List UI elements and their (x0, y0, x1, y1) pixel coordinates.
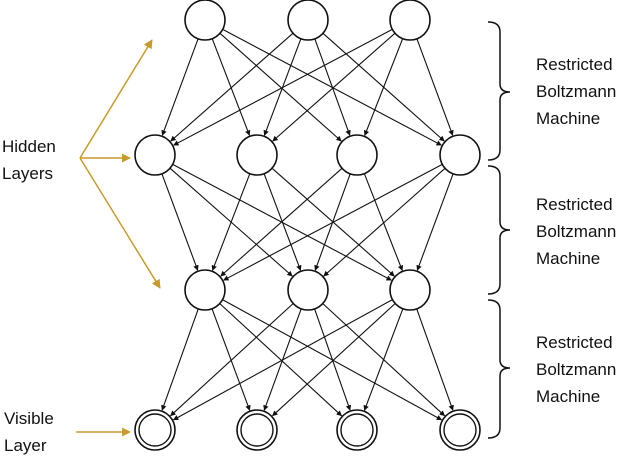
rbm-middle-line3: Machine (536, 249, 600, 268)
visible-unit-1 (236, 409, 278, 451)
edge-l2-n2-to-l3-n1 (272, 303, 396, 417)
connection-edges (161, 28, 454, 421)
edge-l2-n1-to-l3-n2 (314, 308, 352, 411)
hidden-unit-l1-1 (236, 134, 278, 176)
edge-l2-n0-to-l3-n2 (219, 303, 343, 417)
edge-l2-n0-to-l3-n0 (161, 308, 199, 411)
rbm-bottom-line3: Machine (536, 387, 600, 406)
hidden-layers-label-line1: Hidden (2, 137, 56, 156)
edge-l0-n1-to-l1-n2 (314, 38, 351, 136)
edge-l0-n0-to-l1-n2 (219, 32, 342, 142)
rbm-bracket-bottom (487, 299, 511, 439)
visible-unit-inner-ring-1 (240, 413, 274, 447)
edge-l1-n0-to-l2-n0 (161, 173, 199, 271)
hidden-pointer-top (79, 39, 153, 159)
rbm-top-line3: Machine (536, 109, 600, 128)
visible-layer-label-line1: Visible (4, 409, 54, 428)
hidden-unit-l0-1 (287, 0, 329, 41)
edge-l0-n2-to-l1-n2 (363, 38, 404, 137)
label-pointers (76, 39, 161, 437)
rbm-middle-line1: Restricted (536, 195, 613, 214)
edge-l0-n0-to-l1-n0 (161, 38, 199, 136)
edge-l0-n2-to-l1-n0 (173, 28, 393, 146)
visible-unit-inner-ring-0 (138, 413, 172, 447)
hidden-pointer-bottom (79, 157, 161, 289)
rbm-middle-line2: Boltzmann (536, 222, 616, 241)
visible-layer-label-line2: Layer (4, 436, 47, 455)
edge-l1-n3-to-l2-n1 (323, 167, 446, 277)
hidden-unit-l2-1 (287, 269, 329, 311)
rbm-bracket-top (487, 21, 511, 161)
rbm-bottom-line2: Boltzmann (536, 360, 616, 379)
hidden-unit-l2-0 (184, 269, 226, 311)
edge-l2-n2-to-l3-n3 (416, 308, 454, 411)
edge-l1-n3-to-l2-n2 (416, 173, 454, 271)
visible-unit-inner-ring-2 (340, 413, 374, 447)
hidden-layers-label-line2: Layers (2, 164, 53, 183)
visible-unit-inner-ring-3 (443, 413, 477, 447)
hidden-unit-l0-2 (389, 0, 431, 41)
edge-l1-n1-to-l2-n1 (263, 173, 302, 271)
rbm-top-line1: Restricted (536, 55, 613, 74)
edge-l2-n0-to-l3-n1 (211, 308, 251, 411)
edge-l1-n2-to-l2-n0 (220, 167, 343, 277)
edge-l0-n0-to-l1-n1 (211, 38, 251, 136)
hidden-unit-l1-2 (336, 134, 378, 176)
edge-l2-n2-to-l3-n2 (363, 308, 404, 411)
hidden-unit-l1-3 (439, 134, 481, 176)
rbm-bottom-line1: Restricted (536, 333, 613, 352)
hidden-unit-l1-0 (134, 134, 176, 176)
edge-l0-n1-to-l1-n0 (170, 32, 294, 142)
rbm-bracket-middle (487, 165, 511, 295)
edge-l0-n2-to-l1-n1 (272, 32, 396, 142)
hidden-unit-l0-0 (184, 0, 226, 41)
rbm-top-line2: Boltzmann (536, 82, 616, 101)
visible-unit-2 (336, 409, 378, 451)
edge-l1-n2-to-l2-n2 (363, 173, 404, 272)
visible-unit-3 (439, 409, 481, 451)
layer-nodes (134, 0, 481, 451)
visible-unit-0 (134, 409, 176, 451)
edge-l1-n3-to-l2-n0 (223, 163, 443, 281)
edge-l0-n2-to-l1-n3 (416, 38, 454, 136)
hidden-unit-l2-2 (389, 269, 431, 311)
edge-l1-n1-to-l2-n0 (211, 173, 251, 271)
edge-l2-n1-to-l3-n0 (170, 303, 294, 417)
edge-l2-n2-to-l3-n0 (172, 299, 393, 421)
